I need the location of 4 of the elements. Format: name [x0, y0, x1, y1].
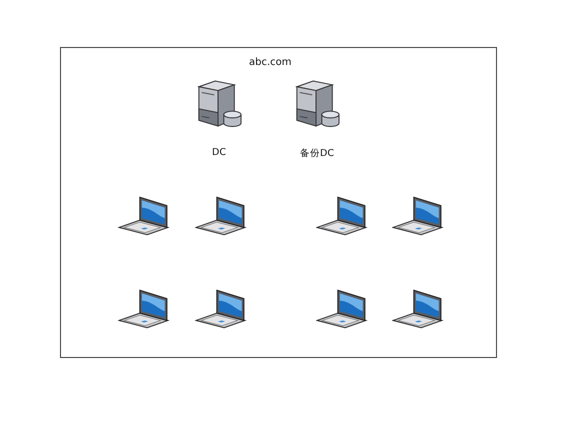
domain-frame [60, 47, 497, 358]
domain-name: abc.com [249, 57, 292, 68]
server-label: 备份DC [300, 147, 334, 160]
server-label: DC [212, 147, 226, 158]
